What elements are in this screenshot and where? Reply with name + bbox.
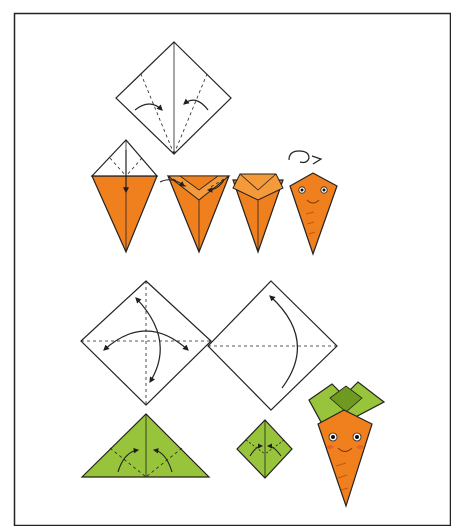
frame-border <box>15 14 451 526</box>
cheek-icon <box>327 445 334 449</box>
cheek-icon <box>357 445 364 449</box>
